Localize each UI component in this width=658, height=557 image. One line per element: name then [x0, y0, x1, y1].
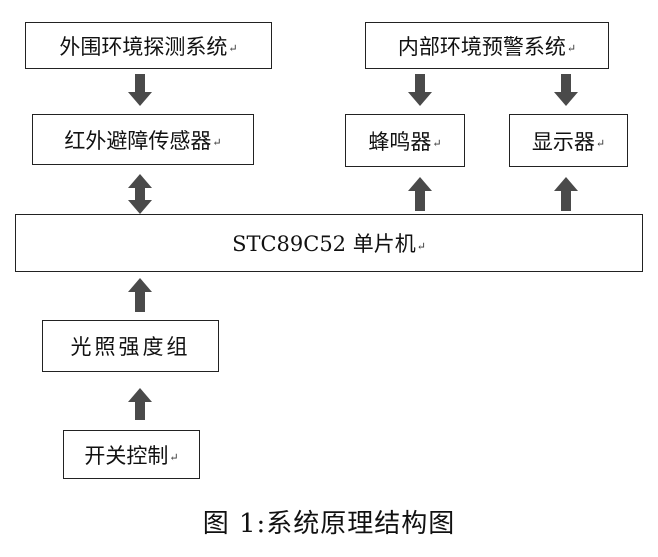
paragraph-mark: ↵: [212, 136, 222, 149]
light-group-label: 光照强度组: [70, 335, 191, 359]
paragraph-mark: ↵: [228, 42, 238, 55]
mcu-label: STC89C52 单片机: [232, 232, 416, 256]
display-label: 显示器: [531, 129, 595, 154]
buzzer-label: 蜂鸣器: [368, 129, 432, 154]
light-group-box: 光照强度组: [42, 320, 219, 372]
paragraph-mark: ↵: [566, 42, 577, 55]
arrow-sensor-mcu-bidirectional: [128, 174, 152, 214]
peripheral-detection-box: 外围环境探测系统 ↵: [25, 22, 272, 69]
arrow-switch-to-light: [128, 388, 152, 420]
paragraph-mark: ↵: [416, 239, 426, 253]
peripheral-detection-label: 外围环境探测系统: [59, 34, 228, 59]
arrow-mcu-to-buzzer: [408, 177, 432, 211]
arrow-detection-to-sensor: [128, 74, 152, 106]
arrow-mcu-to-display: [554, 177, 578, 211]
paragraph-mark: ↵: [169, 451, 179, 464]
display-box: 显示器 ↵: [509, 114, 628, 167]
mcu-box: STC89C52 单片机 ↵: [15, 214, 643, 272]
internal-warning-box: 内部环境预警系统 ↵: [365, 22, 609, 69]
paragraph-mark: ↵: [595, 137, 606, 150]
figure-caption: 图 1:系统原理结构图: [202, 509, 456, 539]
arrow-light-to-mcu: [128, 278, 152, 312]
ir-sensor-label: 红外避障传感器: [64, 128, 212, 153]
arrow-warning-to-buzzer: [408, 74, 432, 106]
buzzer-box: 蜂鸣器 ↵: [345, 114, 465, 167]
paragraph-mark: ↵: [432, 137, 442, 150]
switch-control-box: 开关控制 ↵: [63, 430, 200, 479]
arrow-warning-to-display: [554, 74, 578, 106]
switch-control-label: 开关控制: [84, 443, 169, 468]
internal-warning-label: 内部环境预警系统: [397, 34, 566, 59]
ir-sensor-box: 红外避障传感器 ↵: [32, 114, 254, 165]
